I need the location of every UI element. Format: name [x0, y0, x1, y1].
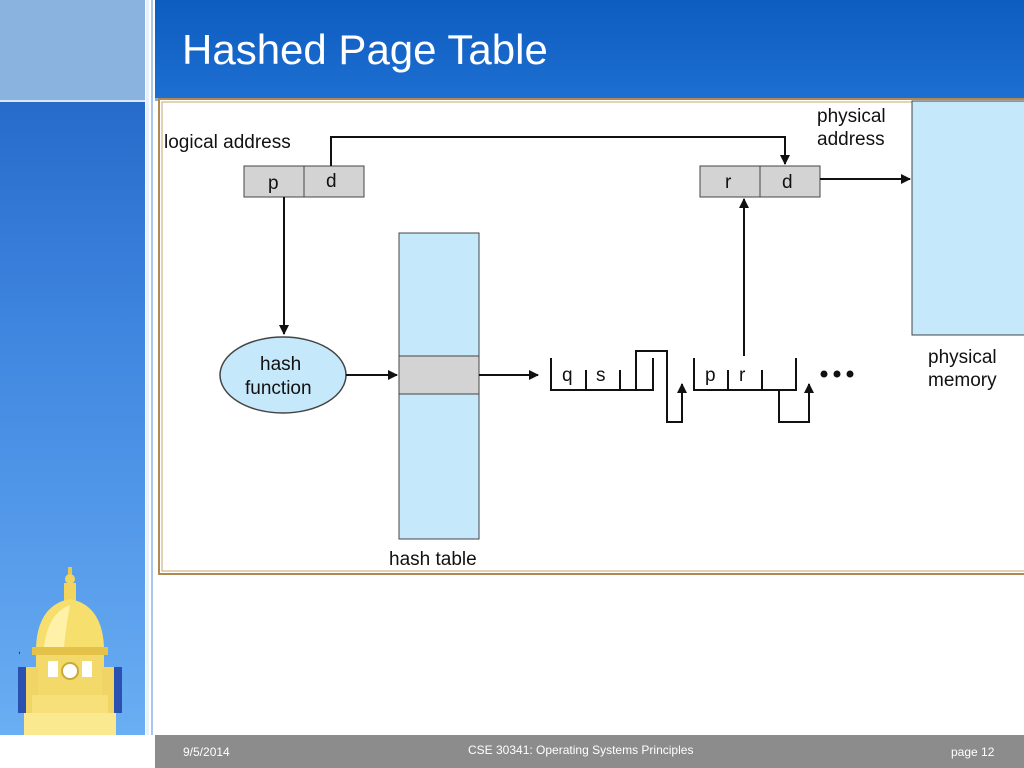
- physical-memory-block: [911, 100, 1024, 336]
- vertical-divider: [146, 0, 149, 735]
- logical-d-text: d: [326, 171, 337, 192]
- chain-node-2: [693, 358, 814, 423]
- logical-p-text: p: [268, 173, 279, 194]
- physical-memory-label-line1: physical: [928, 347, 997, 368]
- logical-address-label: logical address: [164, 132, 291, 153]
- footer-date: 9/5/2014: [183, 745, 230, 759]
- chain-node-1: [550, 350, 687, 423]
- hash-function-node: [219, 336, 347, 414]
- hashed-page-table-diagram: physical memory logical address p d phys…: [158, 98, 1024, 575]
- physical-address-label-line1: physical: [817, 106, 886, 127]
- footer-page-number: page 12: [951, 745, 995, 759]
- logical-p-cell: [243, 165, 305, 198]
- chain-node-1-left: q: [562, 365, 573, 386]
- footer-left-blank: [0, 735, 155, 768]
- chain-node-2-left: p: [705, 365, 716, 386]
- physical-r-text: r: [725, 172, 732, 193]
- footer-course: CSE 30341: Operating Systems Principles: [468, 743, 694, 757]
- logical-d-cell: [303, 165, 365, 198]
- offset-forward-arrow: [330, 136, 790, 166]
- slide-header: [155, 0, 1024, 98]
- physical-d-cell: [759, 165, 821, 198]
- diagram-frame-inner-border: [161, 101, 1024, 572]
- svg-text:,: ,: [18, 645, 21, 656]
- chain-continuation-dots: [820, 370, 854, 378]
- left-top-block: [0, 0, 145, 100]
- hash-table-label: hash table: [389, 549, 477, 570]
- hash-table-selected-entry: [398, 355, 480, 395]
- physical-address-label-line2: address: [817, 129, 885, 150]
- slide-title: Hashed Page Table: [182, 26, 548, 73]
- chain-node-1-right: s: [596, 365, 606, 386]
- hash-function-label-line1: hash: [260, 354, 301, 375]
- physical-d-text: d: [782, 172, 793, 193]
- dome-logo: ,: [18, 567, 122, 753]
- slide-footer: 9/5/2014 CSE 30341: Operating Systems Pr…: [155, 735, 1024, 768]
- hash-function-label-line2: function: [245, 378, 312, 399]
- chain-node-2-right: r: [739, 365, 746, 386]
- physical-memory-label-line2: memory: [928, 370, 997, 391]
- vertical-divider-secondary: [151, 0, 153, 735]
- left-separator: [0, 100, 145, 102]
